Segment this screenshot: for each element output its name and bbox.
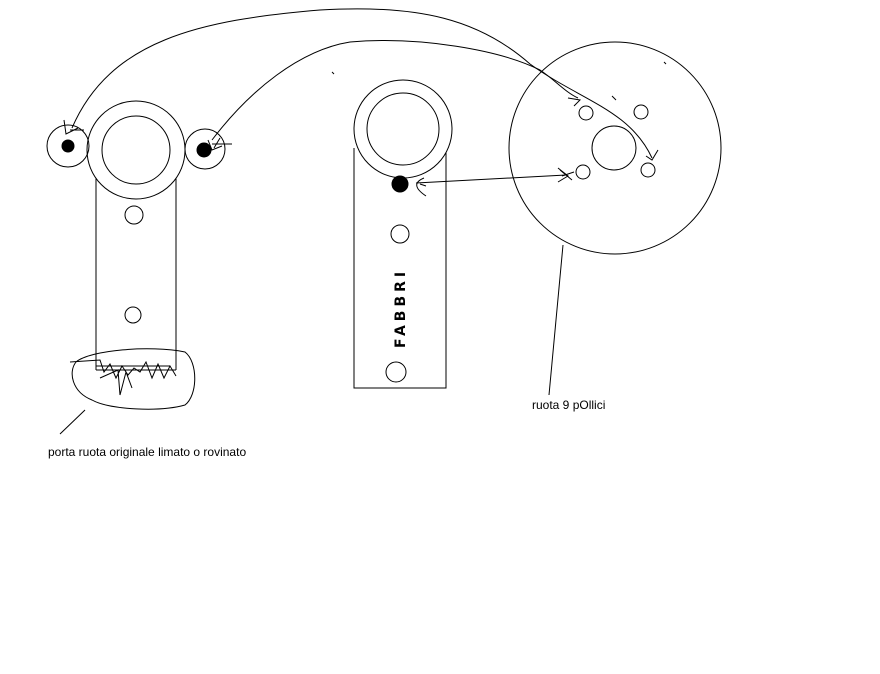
fabbri-hub-inner	[366, 92, 440, 166]
fabbri-brand-text: FABBRI	[393, 268, 409, 348]
wheel-pointer	[548, 244, 564, 396]
arrowhead-right-bolt	[207, 139, 223, 151]
right-bolt-ring	[184, 128, 226, 170]
fabbri-holder-outline	[353, 148, 447, 389]
left-bolt-ring	[46, 124, 90, 168]
fabbri-bolt-mark	[416, 177, 427, 197]
right-bolt-mark	[212, 137, 232, 149]
arrowhead-left-bolt	[63, 119, 84, 135]
wheel-center-hole	[591, 125, 637, 171]
fabbri-hole-lower	[385, 361, 407, 383]
stray-mark-wheel	[611, 95, 617, 101]
fabbri-holder: FABBRI	[353, 79, 453, 389]
label-left: porta ruota originale limato o rovinato	[48, 445, 246, 459]
wheel-hole-bottom-left	[575, 164, 591, 180]
right-bolt-dot	[196, 142, 212, 158]
arrow-left-bolt-to-wheel	[71, 8, 653, 159]
wheel-9-inch	[508, 41, 722, 396]
arrow-fabbri-to-wheel	[415, 174, 567, 184]
left-bolt-dot	[61, 139, 75, 153]
wheel-outline	[508, 41, 722, 255]
left-holder-outline	[95, 168, 177, 371]
fabbri-bolt-dot	[391, 175, 409, 193]
wheel-hole-top-right	[633, 104, 649, 120]
left-holder-hub-inner	[101, 115, 171, 185]
connection-arrows	[63, 8, 667, 184]
stray-mark-top-right	[663, 61, 667, 65]
left-holder-hole-upper	[124, 205, 144, 225]
wheel-hole-top-left	[578, 105, 594, 121]
left-holder-hole-lower	[124, 306, 142, 324]
arrow-right-bolt-to-wheel	[211, 40, 579, 141]
damage-scribble	[69, 359, 177, 396]
stray-mark-top	[331, 71, 335, 75]
damage-pointer	[59, 409, 86, 435]
label-right: ruota 9 pOllici	[532, 398, 605, 412]
wheel-hole-bottom-right	[640, 162, 656, 178]
arrowhead-fabbri-wheel	[557, 167, 575, 183]
fabbri-hole-upper	[390, 224, 410, 244]
arrowhead-wheel-left	[567, 97, 582, 107]
damage-outline	[71, 348, 196, 410]
arrowhead-wheel-right	[645, 149, 659, 161]
left-wheel-holder	[46, 100, 232, 435]
